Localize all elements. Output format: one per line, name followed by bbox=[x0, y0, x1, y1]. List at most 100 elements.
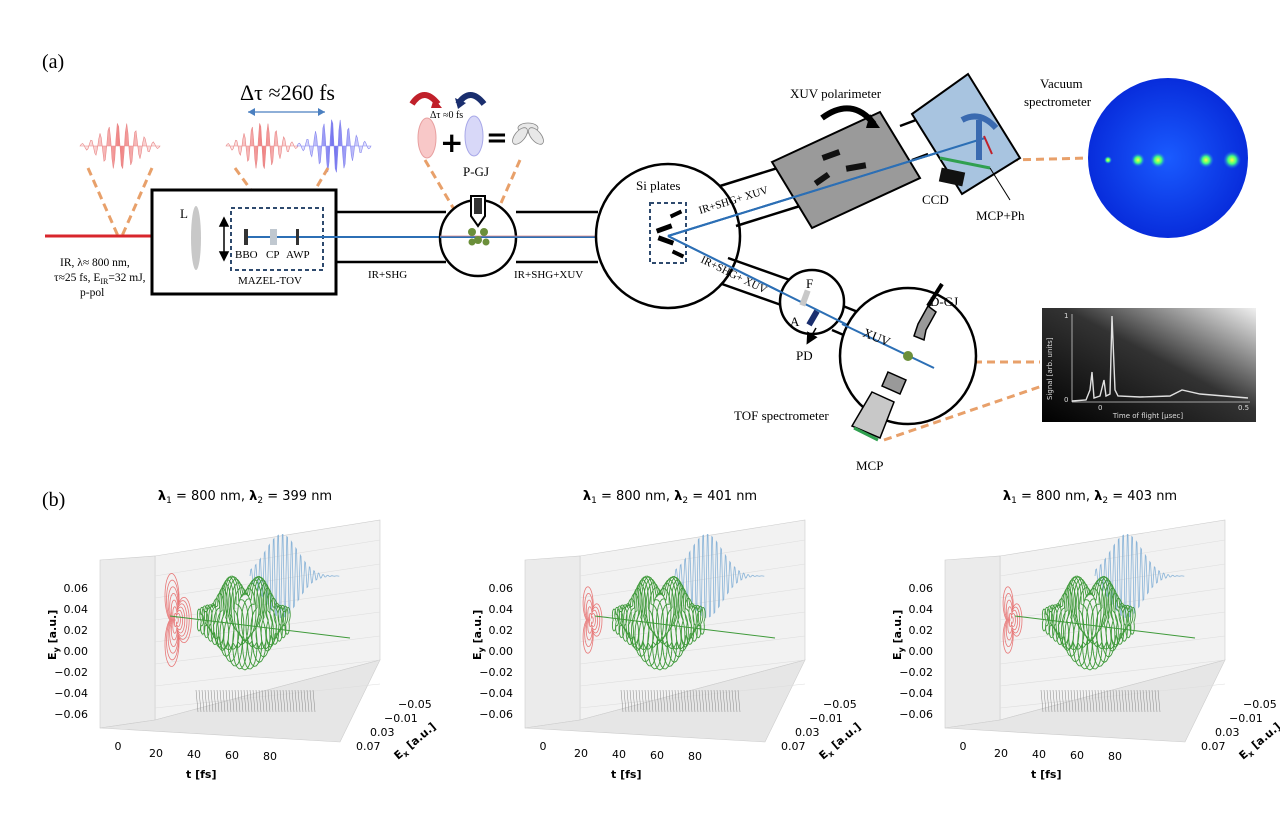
tof-mcp-plate bbox=[853, 426, 879, 442]
ex-tick-label: −0.01 bbox=[384, 712, 418, 725]
plot-title: λ1 = 800 nm, λ2 = 399 nm bbox=[158, 489, 332, 506]
y-tick-label: 0.06 bbox=[909, 582, 934, 595]
beam2-label: IR+SHG+XUV bbox=[514, 269, 583, 281]
y-tick-label: 0.00 bbox=[489, 645, 514, 658]
beam1-label: IR+SHG bbox=[368, 269, 407, 281]
bbo-label: BBO bbox=[235, 249, 258, 261]
ex-tick-label: 0.07 bbox=[781, 740, 806, 753]
plus-sign: + bbox=[440, 126, 463, 159]
y-axis-label: Ey [a.u.] bbox=[891, 610, 906, 660]
ex-tick-label: −0.05 bbox=[398, 698, 432, 711]
ex-tick-label: 0.03 bbox=[370, 726, 395, 739]
y-tick-label: −0.04 bbox=[479, 687, 513, 700]
red-arrow-head bbox=[431, 98, 442, 108]
t-tick-label: 0 bbox=[960, 740, 967, 753]
tof-inset: Signal [arb. units] Time of flight [μsec… bbox=[1042, 308, 1256, 422]
plot-title: λ1 = 800 nm, λ2 = 401 nm bbox=[583, 489, 757, 506]
ex-tick-label: 0.03 bbox=[1215, 726, 1240, 739]
t-tick-label: 80 bbox=[1108, 750, 1122, 763]
y-tick-label: 0.02 bbox=[64, 624, 89, 637]
y-tick-label: −0.02 bbox=[899, 666, 933, 679]
ex-axis-label: Ex [a.u.] bbox=[392, 720, 440, 764]
svg-text:0.5: 0.5 bbox=[1238, 404, 1249, 412]
xuv-in-tof bbox=[841, 323, 935, 369]
y-tick-label: 0.04 bbox=[64, 603, 89, 616]
gas-jet-dots bbox=[468, 228, 490, 246]
f-label: F bbox=[806, 276, 813, 291]
svg-text:0: 0 bbox=[1098, 404, 1102, 412]
mcp-pointer bbox=[989, 167, 1011, 201]
d-gj-tube bbox=[926, 282, 944, 308]
rotation-arrow-head bbox=[866, 114, 880, 128]
tof-label: TOF spectrometer bbox=[734, 408, 829, 423]
blue-ellipse bbox=[464, 115, 484, 157]
pgj-label: P-GJ bbox=[463, 164, 489, 179]
polarimeter-label: XUV polarimeter bbox=[790, 86, 882, 101]
mcp-label: MCP bbox=[856, 458, 883, 473]
y-tick-label: 0.06 bbox=[64, 582, 89, 595]
ex-tick-label: 0.07 bbox=[356, 740, 381, 753]
si-plates bbox=[655, 209, 685, 259]
spectrometer-label-1: Vacuum bbox=[1040, 76, 1083, 91]
interaction-point bbox=[903, 351, 913, 361]
vacuum-spectrometer bbox=[667, 72, 1022, 237]
ex-tick-label: −0.01 bbox=[809, 712, 843, 725]
pd-arrow bbox=[806, 327, 818, 345]
y-tick-label: −0.06 bbox=[899, 708, 933, 721]
delayed-pulse-pair bbox=[225, 119, 372, 173]
y-tick-label: 0.00 bbox=[64, 645, 89, 658]
t-tick-label: 20 bbox=[994, 747, 1008, 760]
lens-label: L bbox=[180, 206, 188, 221]
camera-image bbox=[1088, 78, 1248, 238]
y-tick-label: 0.06 bbox=[489, 582, 514, 595]
ex-tick-label: 0.03 bbox=[795, 726, 820, 739]
polarization-plot-3: λ1 = 800 nm, λ2 = 403 nm 0.06 0.04 0.02 0.00… bbox=[891, 489, 1280, 781]
y-tick-label: 0.02 bbox=[909, 624, 934, 637]
tof-entrance bbox=[881, 371, 907, 395]
trefoil-icon bbox=[512, 122, 544, 145]
y-axis-label: Ey [a.u.] bbox=[471, 610, 486, 660]
ex-axis-label: Ex [a.u.] bbox=[1237, 720, 1280, 764]
y-tick-label: −0.04 bbox=[899, 687, 933, 700]
y-tick-label: 0.04 bbox=[489, 603, 514, 616]
tof-tube bbox=[850, 391, 895, 439]
svg-text:0: 0 bbox=[1064, 396, 1068, 404]
awp-plate bbox=[296, 229, 299, 245]
a-label: A bbox=[790, 314, 800, 329]
polarization-plot-1: λ1 = 800 nm, λ2 = 399 nm 0.06 0.04 0.02 0.00… bbox=[46, 489, 440, 781]
svg-text:Signal [arb. units]: Signal [arb. units] bbox=[1046, 337, 1054, 400]
y-tick-label: −0.02 bbox=[479, 666, 513, 679]
ex-tick-label: −0.05 bbox=[1243, 698, 1277, 711]
t-tick-label: 20 bbox=[574, 747, 588, 760]
plot-title: λ1 = 800 nm, λ2 = 403 nm bbox=[1003, 489, 1177, 506]
cp-plate bbox=[270, 229, 277, 245]
t-tick-label: 40 bbox=[612, 748, 626, 761]
panel-b-label: (b) bbox=[42, 489, 65, 511]
small-delay-label: Δτ ≈0 fs bbox=[430, 110, 463, 121]
ex-tick-label: 0.07 bbox=[1201, 740, 1226, 753]
svg-text:1: 1 bbox=[1064, 312, 1068, 320]
y-tick-label: 0.00 bbox=[909, 645, 934, 658]
y-tick-label: −0.02 bbox=[54, 666, 88, 679]
svg-text:IR, λ≈ 800 nm,: IR, λ≈ 800 nm, bbox=[60, 257, 130, 269]
t-tick-label: 0 bbox=[540, 740, 547, 753]
t-axis-label: t [fs] bbox=[611, 768, 641, 781]
awp-label: AWP bbox=[286, 249, 310, 261]
equals-sign: = bbox=[486, 123, 508, 153]
y-tick-label: 0.04 bbox=[909, 603, 934, 616]
blue-arrow-head bbox=[455, 98, 466, 109]
beam-tube-1 bbox=[336, 210, 446, 264]
spectrometer-label-2: spectrometer bbox=[1024, 94, 1092, 109]
y-tick-label: −0.06 bbox=[479, 708, 513, 721]
dgj-label: D-GJ bbox=[930, 294, 958, 309]
aperture bbox=[806, 309, 820, 327]
source-parameters: IR, λ≈ 800 nm, τ≈25 fs, EIR=32 mJ, p-pol bbox=[54, 257, 146, 299]
input-pulse bbox=[79, 123, 161, 169]
mcpph-label: MCP+Ph bbox=[976, 208, 1025, 223]
y-axis-label: Ey [a.u.] bbox=[46, 610, 61, 660]
polarization-plot-2: λ1 = 800 nm, λ2 = 401 nm0.060.040.020.00… bbox=[471, 489, 863, 781]
delay-label: Δτ ≈260 fs bbox=[240, 80, 335, 105]
bbo-crystal bbox=[244, 229, 248, 245]
mazel-dashed-box bbox=[230, 207, 324, 271]
